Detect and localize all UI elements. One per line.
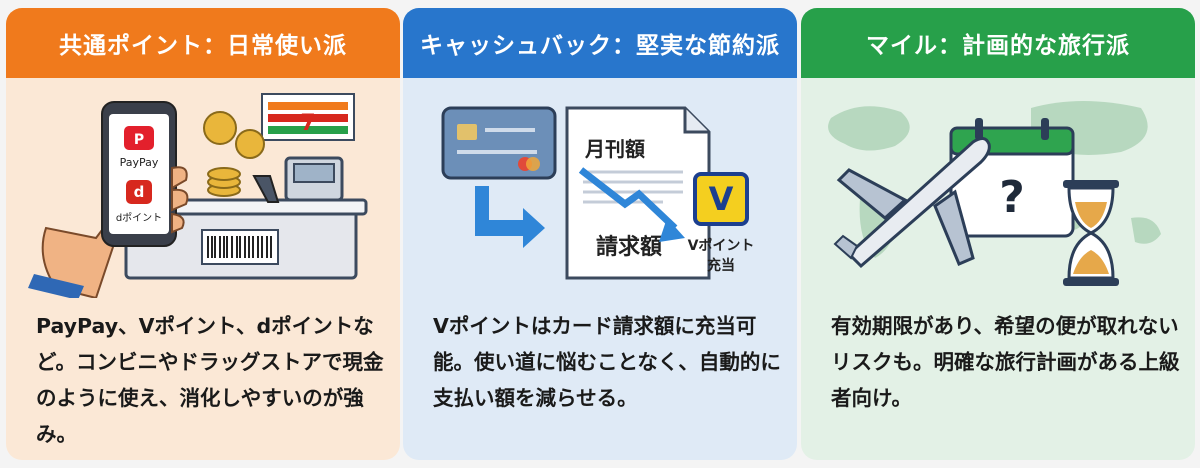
panel-title: 共通ポイント：日常使い派: [6, 8, 400, 78]
coin-icon: [203, 111, 265, 197]
down-trend-arrow-icon: [578, 167, 685, 242]
allocation-caption: 充当: [707, 257, 735, 274]
hourglass-icon: [1063, 180, 1119, 286]
calendar-question-mark: ?: [999, 172, 1025, 223]
calendar-icon: ?: [949, 118, 1075, 238]
miles-illustration: ?: [828, 101, 1161, 286]
vpoint-badge-icon: V: [693, 172, 749, 226]
panel-title: マイル：計画的な旅行派: [801, 8, 1195, 78]
panel-cashback: キャッシュバック：堅実な節約派 月刊額 請求額: [403, 8, 797, 460]
hand-icon: [28, 216, 121, 298]
panel-common-points: 共通ポイント：日常使い派 7: [6, 8, 400, 460]
dpoint-app-label: dポイント: [116, 212, 162, 224]
convenience-store-sign-icon: 7: [261, 93, 355, 141]
hand-fingers-icon: [171, 166, 189, 234]
airplane-icon: [833, 137, 991, 269]
credit-card-icon: [441, 106, 557, 180]
svg-text:P: P: [134, 132, 144, 148]
panel-body: PayPay、Vポイント、dポイントなど。コンビニやドラッグストアで現金のように…: [36, 314, 384, 446]
svg-text:7: 7: [300, 111, 315, 136]
panel-body: Vポイントはカード請求額に充当可能。使い道に悩むことなく、自動的に支払い額を減ら…: [433, 314, 781, 410]
document-title: 月刊額: [584, 137, 645, 161]
panel-title: キャッシュバック：堅実な節約派: [403, 8, 797, 78]
cashback-illustration: 月刊額 請求額 V Vポイント 充当: [441, 106, 755, 280]
paypay-app-label: PayPay: [120, 156, 159, 169]
vpoint-badge-letter: V: [709, 180, 734, 218]
vpoint-caption: Vポイント: [688, 237, 755, 254]
scanner-icon: [252, 175, 280, 203]
svg-text:d: d: [134, 183, 145, 201]
smartphone-icon: P PayPay d dポイント: [101, 101, 177, 247]
panel-body: 有効期限があり、希望の便が取れないリスクも。明確な旅行計画がある上級者向け。: [831, 314, 1180, 410]
common-points-illustration: 7 P PayPay d dポイント: [28, 93, 368, 298]
document-label: 請求額: [596, 234, 662, 260]
barcode-icon: [201, 229, 279, 265]
arrow-icon: [475, 186, 545, 248]
panel-miles: マイル：計画的な旅行派 ?: [801, 8, 1195, 460]
